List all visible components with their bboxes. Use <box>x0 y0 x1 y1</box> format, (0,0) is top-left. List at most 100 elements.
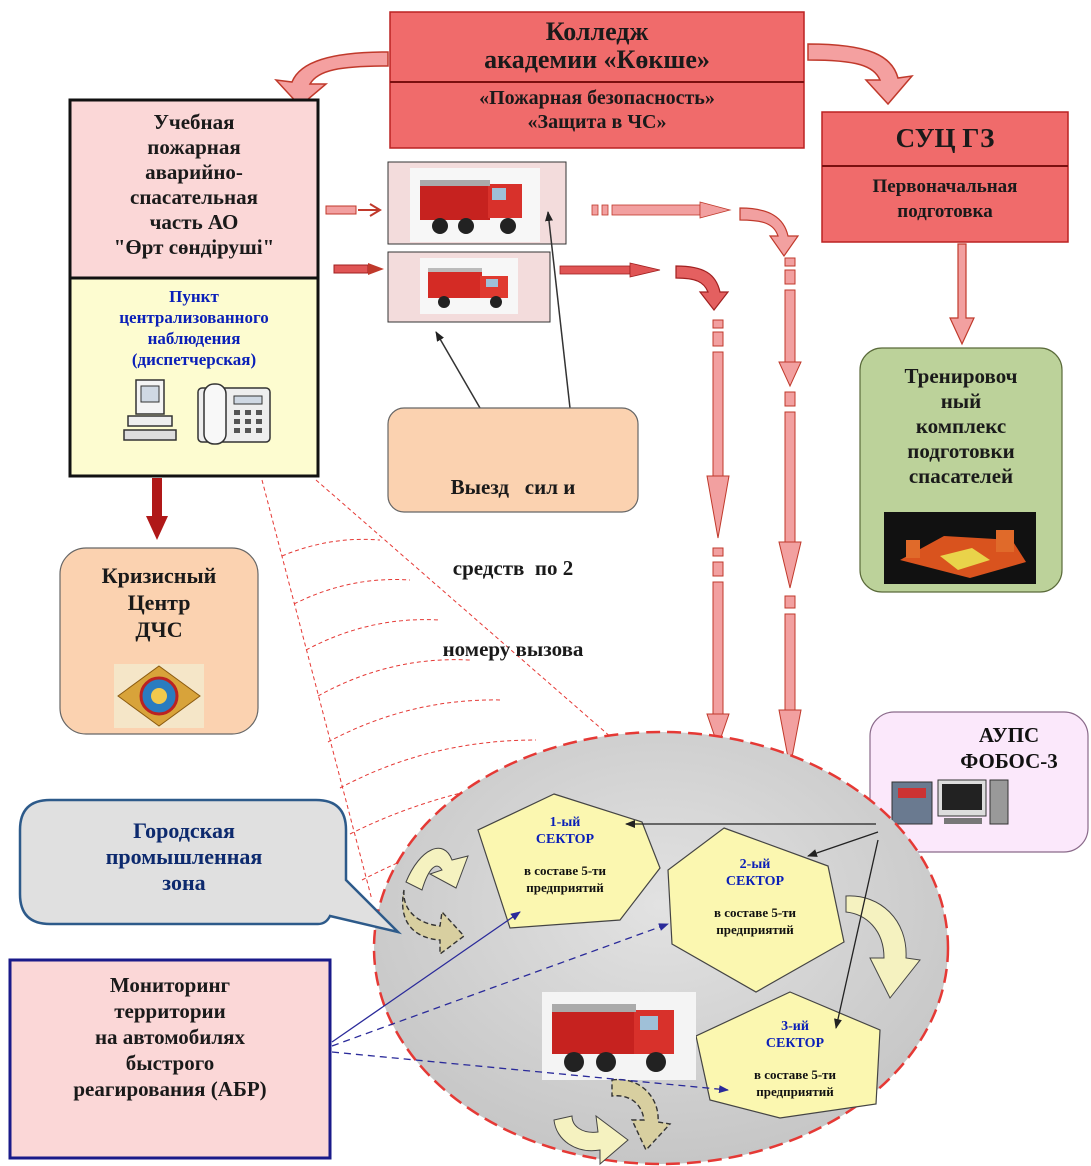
fire-unit-line3: аварийно- <box>145 160 243 184</box>
aups-equipment-image <box>891 779 1009 825</box>
pointer-departure-to-truck1-icon <box>545 211 571 409</box>
fire-unit-title: Учебная пожарная аварийно- спасательная … <box>72 110 316 260</box>
pointer-departure-to-truck2-icon <box>435 331 481 409</box>
sector-1-desc-line1: в составе 5-ти <box>523 863 607 878</box>
industrial-zone-line2: промышленная <box>105 844 263 869</box>
college-box <box>389 11 805 149</box>
industrial-zone-line3: зона <box>162 870 206 895</box>
aups-lines-icon <box>625 820 879 1029</box>
sector-1-title-line1: 1-ый <box>549 815 581 830</box>
industrial-zone-line1: Городская <box>133 818 235 843</box>
suc-subtitle-line1: Первоначальная <box>872 176 1018 197</box>
fire-unit-line1: Учебная <box>153 110 235 134</box>
fire-truck-1-image <box>410 168 540 242</box>
arrow-unit-to-crisis-icon <box>146 478 168 540</box>
sector-3-label: 3-ий СЕКТОР в составе 5-ти предприятий <box>720 1018 870 1100</box>
sector-3-desc-line2: предприятий <box>756 1084 834 1099</box>
aups-line2: ФОБОС-3 <box>960 749 1058 773</box>
sector-1-title-line2: СЕКТОР <box>535 832 595 847</box>
training-line5: спасателей <box>908 464 1014 488</box>
suc-subtitle: Первоначальная подготовка <box>822 174 1068 224</box>
dispatch-line3: наблюдения <box>147 329 241 348</box>
sector-3-title-line2: СЕКТОР <box>765 1036 825 1051</box>
arrow-unit-to-truck1-icon <box>325 203 382 217</box>
industrial-zone-callout <box>18 798 402 935</box>
college-spec-line2: «Защита в ЧС» <box>527 111 667 133</box>
sector-1-label: 1-ый СЕКТОР в составе 5-ти предприятий <box>490 814 640 896</box>
training-line1: Тренировоч <box>904 364 1018 388</box>
aups-text: АУПС ФОБОС-3 <box>930 722 1088 774</box>
training-line3: комплекс <box>915 414 1007 438</box>
college-spec: «Пожарная безопасность» «Защита в ЧС» <box>390 86 804 134</box>
dashed-arrow-truck1-right-icon <box>591 201 732 219</box>
departure-line1: Выезд сил и <box>450 475 576 499</box>
curved-arrow-right-icon <box>807 43 914 106</box>
fire-unit-line4: спасательная <box>130 185 258 209</box>
fire-truck-2-image <box>420 258 518 314</box>
college-spec-line1: «Пожарная безопасность» <box>479 87 715 109</box>
dispatch-line1: Пункт <box>169 287 219 306</box>
fire-truck-3-image <box>542 992 696 1080</box>
dispatch-title: Пункт централизованного наблюдения (дисп… <box>72 286 316 370</box>
departure-box <box>387 407 639 513</box>
monitoring-line1: Мониторинг <box>109 973 231 997</box>
crisis-title: Кризисный Центр ДЧС <box>60 562 258 643</box>
crisis-line1: Кризисный <box>101 563 217 588</box>
computer-icon <box>123 379 177 441</box>
departure-text: Выезд сил и средств по 2 номеру вызова <box>388 420 638 690</box>
cycle-arrow-right-icon <box>845 895 921 999</box>
suc-title: СУЦ ГЗ <box>895 123 995 153</box>
sector-2-desc-line1: в составе 5-ти <box>713 905 797 920</box>
college-title-line2: академии «Көкше» <box>484 45 710 74</box>
sector-1-pentagon <box>477 793 661 929</box>
industrial-zone-text: Городская промышленная зона <box>24 818 344 896</box>
training-complex-image <box>884 512 1036 584</box>
fire-unit-line2: пожарная <box>147 135 241 159</box>
sector-2-pentagon <box>667 827 845 993</box>
telephone-icon <box>197 383 271 445</box>
aups-line1: АУПС <box>978 723 1040 747</box>
college-title-line1: Колледж <box>545 17 649 46</box>
sector-3-title-line1: 3-ий <box>781 1019 809 1034</box>
monitoring-line5: реагирования (АБР) <box>73 1077 267 1101</box>
sector-2-desc-line2: предприятий <box>716 922 794 937</box>
sector-1-desc-line2: предприятий <box>526 880 604 895</box>
monitoring-line3: на автомобилях <box>94 1025 246 1049</box>
departure-line3: номеру вызова <box>442 637 584 661</box>
departure-line2: средств по 2 <box>452 556 574 580</box>
cycle-arrow-bottom-icon <box>553 1078 672 1166</box>
emblem-icon <box>114 664 204 728</box>
training-text: Тренировоч ный комплекс подготовки спаса… <box>860 364 1062 489</box>
suc-box <box>821 111 1069 243</box>
crisis-center-box <box>59 547 259 735</box>
training-line2: ный <box>940 389 982 413</box>
monitoring-box <box>8 958 332 1160</box>
cycle-arrow-left-icon <box>402 847 469 956</box>
vertical-arrow-left-icon <box>706 319 730 748</box>
crisis-line3: ДЧС <box>135 617 183 642</box>
dispatch-line4: (диспетчерская) <box>131 350 257 369</box>
college-title: Колледж академии «Көкше» <box>390 18 804 74</box>
fire-unit-box <box>68 98 320 478</box>
monitoring-text: Мониторинг территории на автомобилях быс… <box>12 972 328 1102</box>
sector-2-title-line2: СЕКТОР <box>725 874 785 889</box>
dispatch-line2: централизованного <box>119 308 269 327</box>
monitoring-line4: быстрого <box>125 1051 215 1075</box>
curved-hook-arrow-right-icon <box>739 207 800 258</box>
sector-3-desc-line1: в составе 5-ти <box>753 1067 837 1082</box>
suc-subtitle-line2: подготовка <box>897 201 993 222</box>
fire-unit-line6: "Өрт сөндіруші" <box>113 235 275 259</box>
fire-unit-line5: часть АО <box>149 210 239 234</box>
crisis-line2: Центр <box>127 590 191 615</box>
curved-arrow-left-icon <box>274 51 389 108</box>
sector-2-title-line1: 2-ый <box>739 857 771 872</box>
vertical-arrow-right-icon <box>778 257 802 769</box>
training-line4: подготовки <box>907 439 1015 463</box>
monitoring-line2: территории <box>114 999 226 1023</box>
arrow-suc-to-training-icon <box>949 243 975 346</box>
sector-2-label: 2-ый СЕКТОР в составе 5-ти предприятий <box>680 856 830 938</box>
monitoring-lines-icon <box>331 911 729 1094</box>
dashed-arrow-truck2-right-icon <box>559 262 661 278</box>
curved-hook-arrow-left-icon <box>675 265 730 311</box>
arrow-unit-to-truck2-icon <box>333 263 384 275</box>
